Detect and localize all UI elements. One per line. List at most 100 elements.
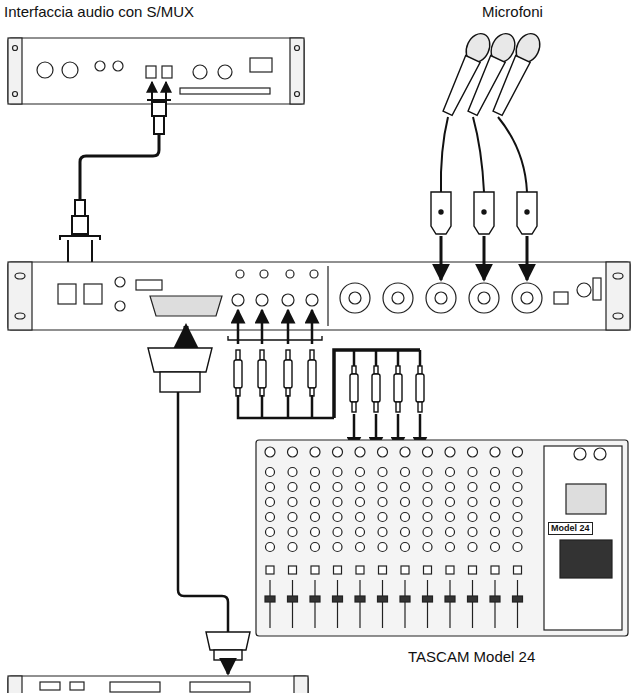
main-rack-unit <box>8 262 32 330</box>
microphones <box>439 210 443 214</box>
main-rack-unit <box>260 270 268 278</box>
trs-plug <box>308 350 316 396</box>
trs-plug <box>374 366 378 374</box>
channel-strip <box>401 528 410 537</box>
main-rack-unit <box>286 270 294 278</box>
channel-strip <box>404 580 405 628</box>
channel-strip <box>359 580 360 628</box>
channel-strip <box>378 543 387 552</box>
channel-strip <box>356 483 365 492</box>
channel-strip <box>423 447 433 457</box>
channel-strip <box>334 566 342 574</box>
trs-plug <box>416 366 424 450</box>
channel-strip <box>490 447 500 457</box>
channel-strip <box>269 580 270 628</box>
channel-strip <box>446 528 455 537</box>
channel-strip <box>491 468 500 477</box>
microphones <box>431 192 451 234</box>
trs-plug <box>284 350 292 396</box>
microphones <box>440 236 443 280</box>
microphones <box>517 192 537 234</box>
main-rack-unit <box>236 270 244 278</box>
channel-strip <box>333 447 343 628</box>
trs-plug <box>352 366 356 374</box>
main-rack-unit <box>340 283 370 313</box>
channel-strip <box>468 498 477 507</box>
optical-cable <box>152 102 166 116</box>
main-rack-unit <box>392 292 404 304</box>
channel-strip <box>266 498 275 507</box>
main-rack-unit <box>613 273 623 279</box>
microphones <box>441 117 448 192</box>
bottom-rack-unit <box>294 676 308 693</box>
main-rack-unit <box>593 278 601 300</box>
channel-strip <box>333 468 342 477</box>
channel-strip <box>423 498 432 507</box>
channel-strip <box>356 498 365 507</box>
trs-plug <box>396 402 400 412</box>
channel-strip <box>445 447 455 457</box>
channel-strip <box>378 447 388 457</box>
channel-strip <box>356 513 365 522</box>
channel-strip <box>266 468 275 477</box>
bottom-rack-unit <box>190 682 250 692</box>
optical-cable <box>80 134 159 200</box>
main-rack-unit <box>8 262 630 330</box>
main-rack-unit <box>327 266 328 326</box>
channel-strip <box>468 468 477 477</box>
audio-interface <box>8 38 304 104</box>
main-rack-unit <box>232 294 244 306</box>
channel-strip <box>449 580 450 628</box>
trs-plug <box>258 360 266 388</box>
microphones <box>498 117 527 192</box>
audio-interface <box>8 38 22 104</box>
trs-plug <box>350 366 358 450</box>
audio-interface <box>13 92 18 97</box>
audio-interface <box>180 88 270 94</box>
channel-strip <box>311 566 319 574</box>
optical-cable <box>154 116 164 134</box>
main-rack-unit <box>606 262 630 330</box>
main-rack-unit <box>577 283 591 297</box>
trs-plug <box>234 360 242 388</box>
channel-strip <box>379 566 387 574</box>
main-rack-unit <box>256 294 268 306</box>
microphones <box>488 30 545 118</box>
trs-plug <box>394 366 402 450</box>
channel-strip <box>333 483 342 492</box>
channel-strip <box>333 513 342 522</box>
channel-strip <box>311 543 320 552</box>
dsub-cable <box>178 392 228 632</box>
audio-interface <box>13 46 18 51</box>
trs-plug <box>310 350 314 360</box>
bottom-rack-unit <box>70 682 84 690</box>
trs-cables <box>311 310 314 344</box>
trs-cables <box>350 366 424 450</box>
device-label: Interfaccia audio con S/MUX <box>4 3 194 21</box>
dsub-cable <box>184 326 189 346</box>
channel-strip <box>378 468 387 477</box>
channel-strip <box>288 468 297 477</box>
bottom-rack-unit <box>8 676 308 693</box>
main-rack-unit <box>349 292 361 304</box>
main-rack-unit <box>478 292 490 304</box>
main-rack-unit <box>15 313 25 319</box>
trs-cables <box>287 310 290 344</box>
channel-strip <box>401 498 410 507</box>
channel-strip <box>378 596 388 602</box>
main-rack-unit <box>115 277 125 287</box>
trs-plug <box>396 366 400 374</box>
channel-strip <box>310 447 320 628</box>
channel-strip <box>378 528 387 537</box>
main-rack-unit <box>521 292 533 304</box>
trs-cables <box>228 310 424 450</box>
channel-strip <box>446 513 455 522</box>
channel-strip <box>311 468 320 477</box>
channel-strip <box>446 468 455 477</box>
trs-cables <box>228 336 322 340</box>
device-label: TASCAM Model 24 <box>408 648 535 666</box>
audio-interface <box>193 65 207 79</box>
channel-strip <box>288 528 297 537</box>
channel-strip <box>513 596 523 602</box>
